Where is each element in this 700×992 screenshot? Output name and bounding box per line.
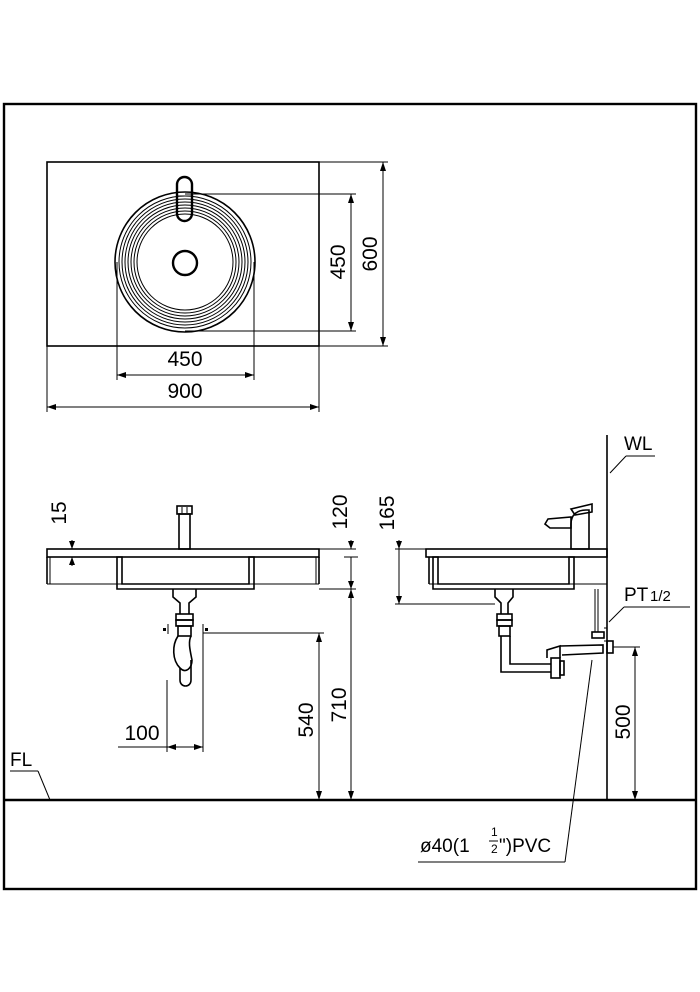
dim-outlet-height: 500 bbox=[612, 704, 635, 739]
pipe-spec-suffix: ")PVC bbox=[499, 836, 551, 857]
countertop-side bbox=[425, 548, 608, 558]
top-view: 450 900 450 600 bbox=[46, 161, 388, 412]
supply-valve bbox=[591, 631, 605, 639]
pipe-fraction-num: 1 bbox=[491, 825, 498, 839]
supply-size: 1/2 bbox=[650, 588, 671, 605]
bowl-front bbox=[116, 556, 255, 590]
dim-bowl-height: 450 bbox=[327, 244, 350, 279]
pipe-spec-prefix: ø40(1 bbox=[420, 836, 470, 857]
dim-trap-offset: 100 bbox=[124, 722, 159, 745]
dim-deck-thickness: 15 bbox=[48, 501, 71, 524]
trap-pipe-side bbox=[500, 636, 551, 673]
drawing-frame bbox=[2, 102, 698, 891]
faucet-body-front bbox=[178, 513, 191, 550]
side-view: WL PT 1/2 165 bbox=[376, 434, 690, 863]
supply-label: PT bbox=[624, 585, 649, 606]
wall-label: WL bbox=[624, 434, 653, 455]
pipe-fraction-den: 2 bbox=[491, 842, 498, 856]
floor-label: FL bbox=[10, 750, 32, 771]
front-view: 15 120 540 710 100 bbox=[46, 494, 358, 800]
dim-outer-height: 600 bbox=[359, 236, 382, 271]
dim-rim-height: 710 bbox=[328, 687, 351, 722]
dim-outer-width: 900 bbox=[167, 380, 202, 403]
bowl-rings bbox=[114, 191, 256, 333]
countertop-front bbox=[46, 548, 320, 558]
faucet-handle-front bbox=[176, 505, 193, 515]
faucet-top bbox=[175, 175, 194, 223]
countertop-outline bbox=[46, 161, 320, 347]
drain-hole bbox=[171, 249, 199, 277]
dim-bowl-width: 450 bbox=[167, 348, 202, 371]
p-trap bbox=[172, 635, 193, 672]
faucet-lever-side bbox=[569, 502, 593, 516]
dim-overall-height: 120 bbox=[329, 494, 352, 529]
bowl-side bbox=[432, 556, 575, 590]
drain-tailpiece bbox=[172, 589, 197, 614]
faucet-body-side bbox=[570, 509, 590, 550]
faucet-spout-side bbox=[543, 516, 572, 529]
dim-deck-height: 165 bbox=[376, 495, 399, 530]
dim-drain-height: 540 bbox=[295, 702, 318, 737]
